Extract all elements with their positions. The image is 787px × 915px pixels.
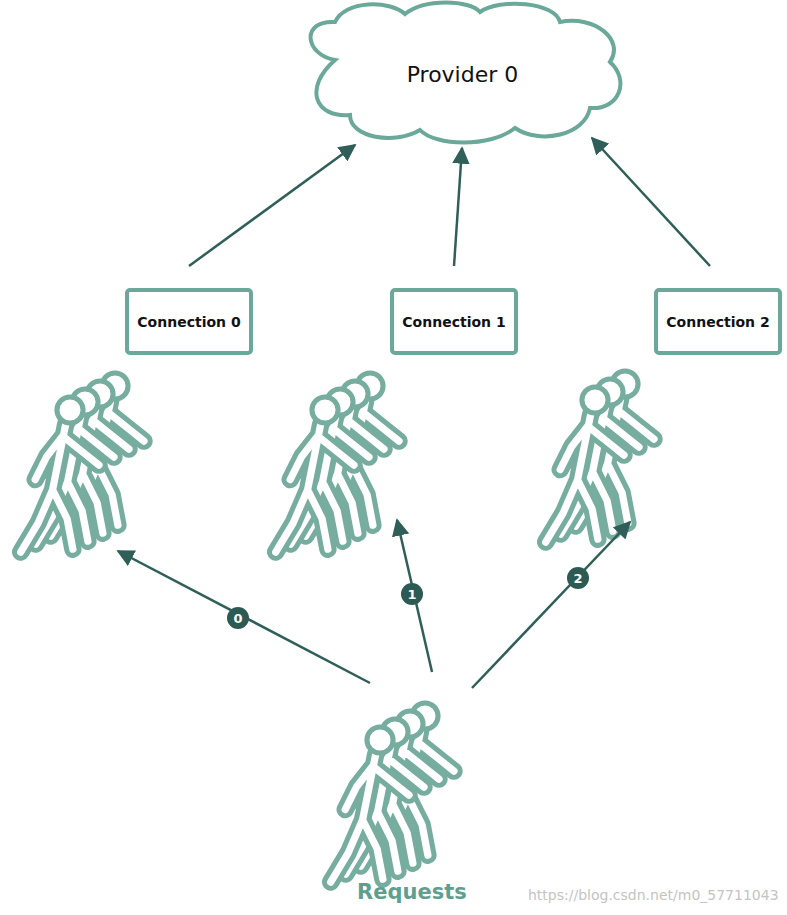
connector-arrow (454, 148, 462, 266)
person-fill (546, 415, 624, 543)
person-outline (331, 755, 409, 883)
callout-number: 1 (401, 583, 423, 605)
person-fill (331, 755, 409, 883)
person-head (582, 387, 608, 413)
watermark: https://blog.csdn.net/m0_57711043 (528, 887, 779, 903)
provider-cloud: Provider 0 (295, 0, 630, 148)
request-arrow (472, 522, 630, 688)
walking-person (331, 727, 409, 882)
group-label: Requests (357, 880, 467, 904)
node-label: Connection 0 (137, 314, 240, 330)
person-outline (21, 425, 99, 553)
connector-arrow (189, 145, 355, 266)
crowd (276, 373, 399, 552)
person-fill (276, 425, 354, 553)
node-label: Connection 2 (666, 314, 769, 330)
callout-number: 2 (567, 567, 589, 589)
connection-box: Connection 2 (654, 288, 781, 355)
walking-person (546, 387, 624, 542)
walking-person (276, 397, 354, 552)
crowd (546, 371, 654, 542)
connection-box: Connection 1 (390, 288, 517, 355)
crowd (331, 703, 454, 882)
request-arrow (118, 551, 370, 683)
person-head (312, 397, 338, 423)
connector-arrow (592, 138, 710, 266)
connection-box: Connection 0 (125, 288, 252, 355)
walking-person (21, 397, 99, 552)
person-fill (21, 425, 99, 553)
node-label: Provider 0 (407, 62, 519, 87)
person-outline (546, 415, 624, 543)
person-head (57, 397, 83, 423)
person-head (367, 727, 393, 753)
node-label: Connection 1 (402, 314, 505, 330)
cloud-shape (311, 3, 621, 143)
request-arrow (397, 520, 432, 672)
person-outline (276, 425, 354, 553)
callout-number: 0 (227, 607, 249, 629)
crowd (21, 373, 144, 552)
